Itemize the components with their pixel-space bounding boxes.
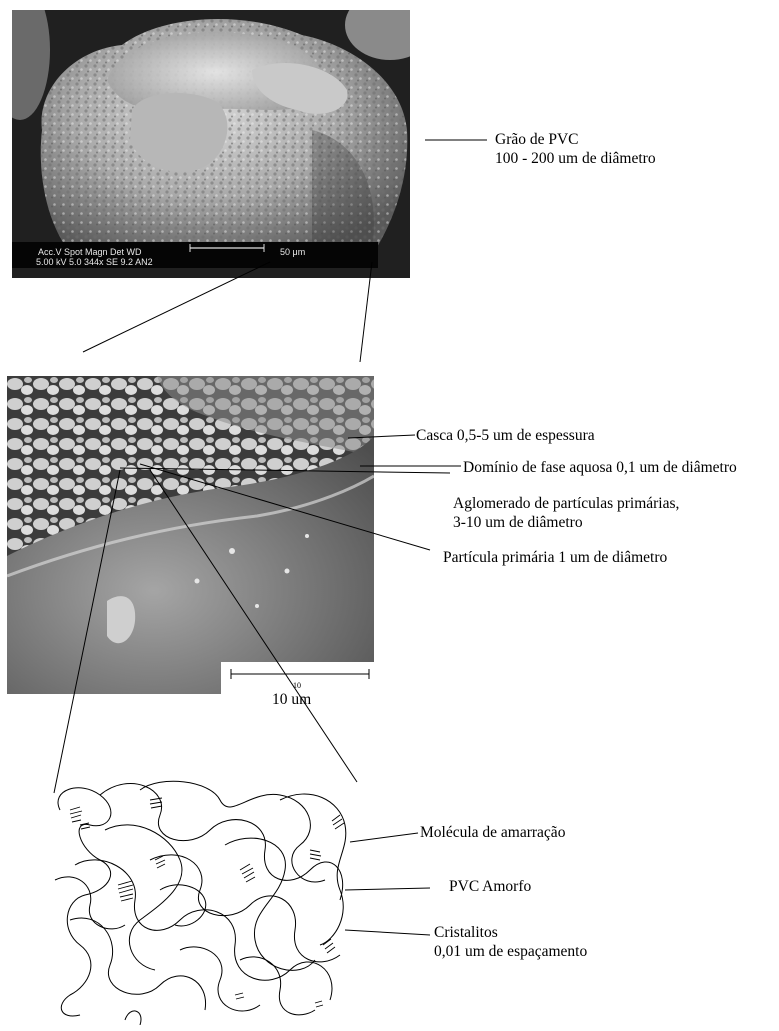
grain-label-size: 100 - 200 um de diâmetro [495, 149, 656, 168]
grain-label: Grão de PVC 100 - 200 um de diâmetro [495, 130, 656, 168]
amorphous-label: PVC Amorfo [449, 877, 531, 896]
crystallites-label-spacing: 0,01 um de espaçamento [434, 942, 587, 961]
tie-molecule-label: Molécula de amarração [420, 823, 565, 842]
shell-label: Casca 0,5-5 um de espessura [416, 426, 595, 445]
agglomerate-label: Aglomerado de partículas primárias, 3-10… [453, 494, 679, 532]
closeup-scale-label: 10 um [272, 690, 311, 709]
agglomerate-label-line2: 3-10 um de diâmetro [453, 513, 679, 532]
crystallites-label-title: Cristalitos [434, 923, 587, 942]
aqueous-domain-label: Domínio de fase aquosa 0,1 um de diâmetr… [463, 458, 737, 477]
grain-label-title: Grão de PVC [495, 130, 656, 149]
crystallites-label: Cristalitos 0,01 um de espaçamento [434, 923, 587, 961]
agglomerate-label-line1: Aglomerado de partículas primárias, [453, 494, 679, 513]
primary-particle-label: Partícula primária 1 um de diâmetro [443, 548, 667, 567]
